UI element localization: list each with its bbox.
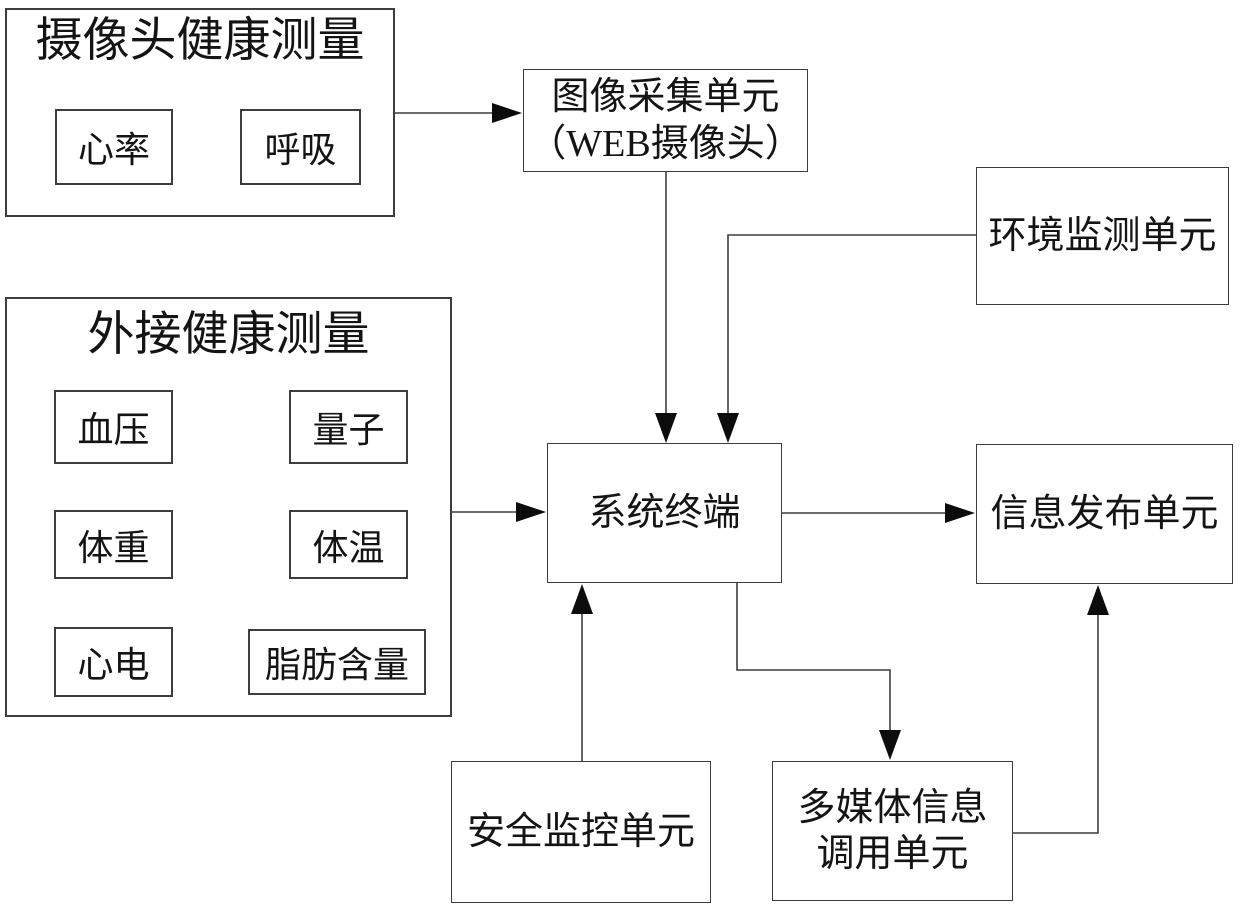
connector-terminal-to-publish <box>782 503 975 523</box>
system-terminal-label: 系统终端 <box>588 491 741 534</box>
image-capture-unit-label-line2: （WEB摄像头） <box>528 122 803 165</box>
security-monitor-unit-box: 安全监控单元 <box>451 761 711 903</box>
connector-external-to-terminal <box>452 502 546 522</box>
camera-health-group-box: 摄像头健康测量 心率 呼吸 <box>5 8 395 217</box>
multimedia-recall-unit-box: 多媒体信息 调用单元 <box>772 761 1013 901</box>
breathing-label: 呼吸 <box>264 130 337 170</box>
body-weight-label: 体重 <box>77 527 150 568</box>
multimedia-recall-unit-label-line2: 调用单元 <box>816 833 969 875</box>
info-publish-unit-box: 信息发布单元 <box>976 444 1233 584</box>
connector-camera-to-capture <box>395 103 522 123</box>
fat-content-box: 脂肪含量 <box>248 629 426 695</box>
connector-security-to-terminal <box>571 584 593 761</box>
heart-rate-box: 心率 <box>55 109 173 185</box>
image-capture-unit-box: 图像采集单元 （WEB摄像头） <box>523 69 808 172</box>
external-health-group-box: 外接健康测量 血压 量子 体重 体温 心电 脂肪含量 <box>5 297 452 717</box>
info-publish-unit-label: 信息发布单元 <box>990 492 1219 535</box>
body-weight-box: 体重 <box>54 510 173 579</box>
multimedia-recall-unit-label-line1: 多媒体信息 <box>797 786 988 829</box>
camera-health-title: 摄像头健康测量 <box>35 15 365 67</box>
system-terminal-box: 系统终端 <box>547 443 782 583</box>
quantum-box: 量子 <box>289 390 408 464</box>
external-health-title: 外接健康测量 <box>87 309 370 361</box>
environment-monitor-unit-box: 环境监测单元 <box>976 167 1229 305</box>
ecg-box: 心电 <box>54 627 173 697</box>
fat-content-label: 脂肪含量 <box>264 645 409 685</box>
connector-multimedia-to-publish <box>1013 585 1109 834</box>
environment-monitor-unit-label: 环境监测单元 <box>988 214 1217 257</box>
connector-environment-to-terminal <box>717 234 976 443</box>
heart-rate-label: 心率 <box>77 130 150 170</box>
quantum-label: 量子 <box>312 410 385 450</box>
security-monitor-unit-label: 安全监控单元 <box>466 810 695 853</box>
connector-terminal-to-multimedia <box>736 583 901 760</box>
body-temperature-box: 体温 <box>289 510 408 579</box>
body-temperature-label: 体温 <box>312 527 385 568</box>
breathing-box: 呼吸 <box>240 109 361 185</box>
image-capture-unit-label-line1: 图像采集单元 <box>551 76 780 119</box>
blood-pressure-label: 血压 <box>77 410 150 450</box>
connector-capture-to-terminal <box>655 172 677 443</box>
ecg-label: 心电 <box>77 645 150 685</box>
blood-pressure-box: 血压 <box>54 390 173 464</box>
